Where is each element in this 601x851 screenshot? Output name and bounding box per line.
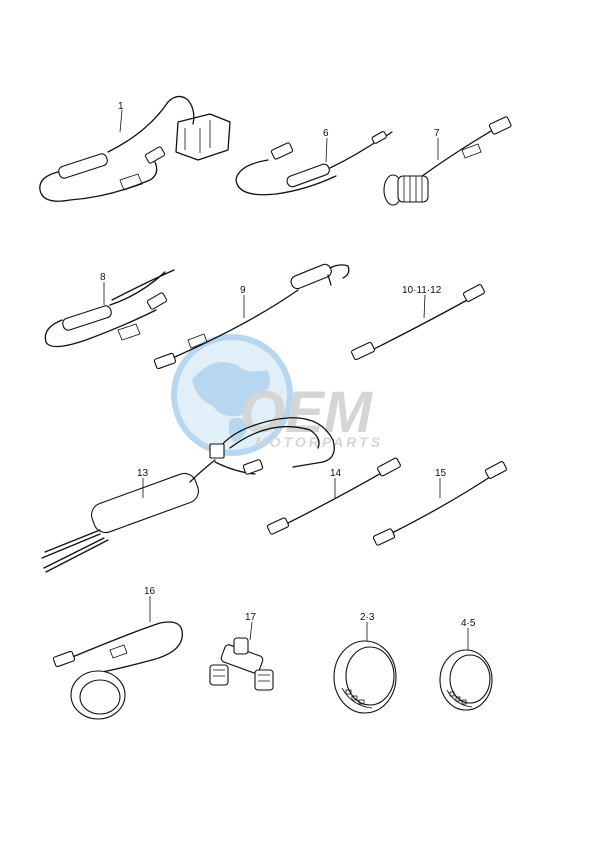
callout-2-3: 2·3	[360, 612, 375, 623]
part-7-thru-hull-fitting	[383, 116, 512, 206]
callout-4-5: 4·5	[461, 618, 476, 629]
callout-9: 9	[240, 285, 246, 296]
callout-16: 16	[144, 586, 156, 597]
part-9-cable-with-sensor	[153, 263, 350, 370]
watermark-subtitle-text: MOTORPARTS	[255, 434, 383, 450]
callout-8: 8	[100, 272, 106, 283]
callout-1: 1	[118, 101, 124, 112]
part-14-cable	[266, 457, 401, 535]
callout-17: 17	[245, 612, 257, 623]
callout-7: 7	[434, 128, 440, 139]
part-16-sensor-with-cable	[52, 621, 183, 720]
callout-6: 6	[323, 128, 329, 139]
part-15-cable	[372, 461, 508, 546]
watermark-logo: OEM MOTORPARTS	[171, 334, 383, 456]
part-8-cable	[44, 269, 175, 348]
part-4-5-ring	[439, 649, 493, 711]
callout-10-11-12: 10·11·12	[402, 285, 442, 296]
watermark-logo-text: OEM	[240, 380, 374, 445]
callout-15: 15	[435, 468, 447, 479]
part-1-cable-with-bracket	[39, 95, 231, 202]
part-10-11-12-cable	[351, 284, 486, 361]
callout-14: 14	[330, 468, 342, 479]
part-6-cable	[235, 131, 393, 196]
part-13-junction-box	[41, 417, 335, 573]
part-2-3-ring	[333, 640, 397, 714]
callout-13: 13	[137, 468, 149, 479]
part-17-t-connector	[209, 637, 274, 691]
